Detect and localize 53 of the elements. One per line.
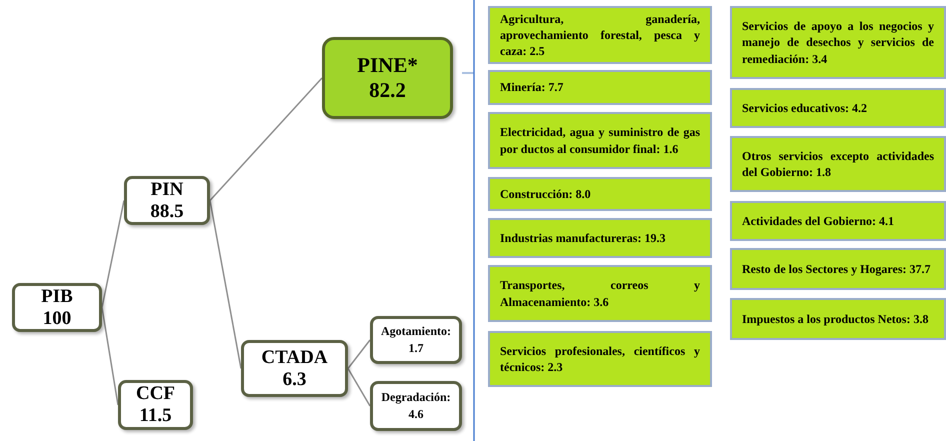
node-label: CTADA bbox=[261, 346, 328, 368]
sector-box bbox=[488, 6, 712, 64]
sector-label: Impuestos a los productos Netos: 3.8 bbox=[742, 310, 930, 328]
node-value: 4.6 bbox=[408, 406, 424, 423]
sector-label: Minería: 7.7 bbox=[500, 79, 564, 96]
sector-label: Resto de los Sectores y Hogares: 37.7 bbox=[742, 260, 932, 278]
value-box bbox=[370, 316, 462, 364]
node-label: PIN bbox=[150, 178, 184, 200]
node-value: 100 bbox=[42, 308, 72, 330]
sector-box bbox=[488, 218, 712, 258]
connector-line bbox=[209, 78, 323, 201]
node-label: PINE* bbox=[357, 52, 418, 78]
sector-box bbox=[730, 248, 946, 290]
connector-line bbox=[101, 200, 125, 308]
node-label: CCF bbox=[136, 383, 176, 405]
value-box bbox=[124, 176, 210, 225]
sector-box bbox=[488, 70, 712, 105]
connector-line bbox=[209, 200, 242, 369]
sector-label: Servicios profesionales, científicos y técnicos: 2.3 bbox=[500, 342, 700, 376]
sector-label: Construcción: 8.0 bbox=[500, 186, 592, 202]
node-label: PIB bbox=[41, 286, 73, 308]
value-box bbox=[12, 283, 102, 332]
sector-label: Transportes, correos y Almacenamiento: 3.6 bbox=[500, 277, 700, 310]
connector-line bbox=[347, 368, 371, 406]
sector-box bbox=[730, 298, 946, 340]
sector-label: Agricultura, ganadería, aprovechamiento forestal, pesca y caza: 2.5 bbox=[500, 10, 700, 60]
connector-line bbox=[101, 307, 119, 406]
sector-box bbox=[730, 201, 946, 241]
sector-box bbox=[488, 112, 712, 169]
sector-box bbox=[730, 6, 946, 79]
sector-label: Servicios educativos: 4.2 bbox=[742, 100, 868, 116]
node-value: 6.3 bbox=[282, 368, 306, 390]
node-value: 88.5 bbox=[150, 200, 184, 222]
sector-label: Industrias manufactureras: 19.3 bbox=[500, 230, 666, 246]
node-value: 1.7 bbox=[408, 340, 424, 357]
sector-box bbox=[488, 265, 712, 322]
node-label: Degradación: bbox=[381, 389, 451, 406]
value-box bbox=[241, 340, 348, 397]
sector-label: Servicios de apoyo a los negocios y manejo de desechos y servicios de remediación: 3.4 bbox=[742, 18, 934, 67]
sector-label: Electricidad, agua y suministro de gas por ductos al consumidor final: 1.6 bbox=[500, 124, 700, 157]
value-box bbox=[118, 380, 193, 430]
highlight-box bbox=[322, 37, 453, 119]
node-value: 11.5 bbox=[139, 405, 172, 427]
sector-box bbox=[730, 136, 946, 192]
sector-box bbox=[730, 88, 946, 128]
value-box bbox=[370, 381, 462, 431]
node-label: Agotamiento: bbox=[381, 323, 451, 340]
sector-label: Otros servicios excepto actividades del Gobierno: 1.8 bbox=[742, 148, 934, 180]
sector-box bbox=[488, 331, 712, 387]
sector-label: Actividades del Gobierno: 4.1 bbox=[742, 212, 895, 230]
connector-line bbox=[347, 340, 371, 369]
node-value: 82.2 bbox=[369, 78, 406, 104]
sector-box bbox=[488, 177, 712, 211]
